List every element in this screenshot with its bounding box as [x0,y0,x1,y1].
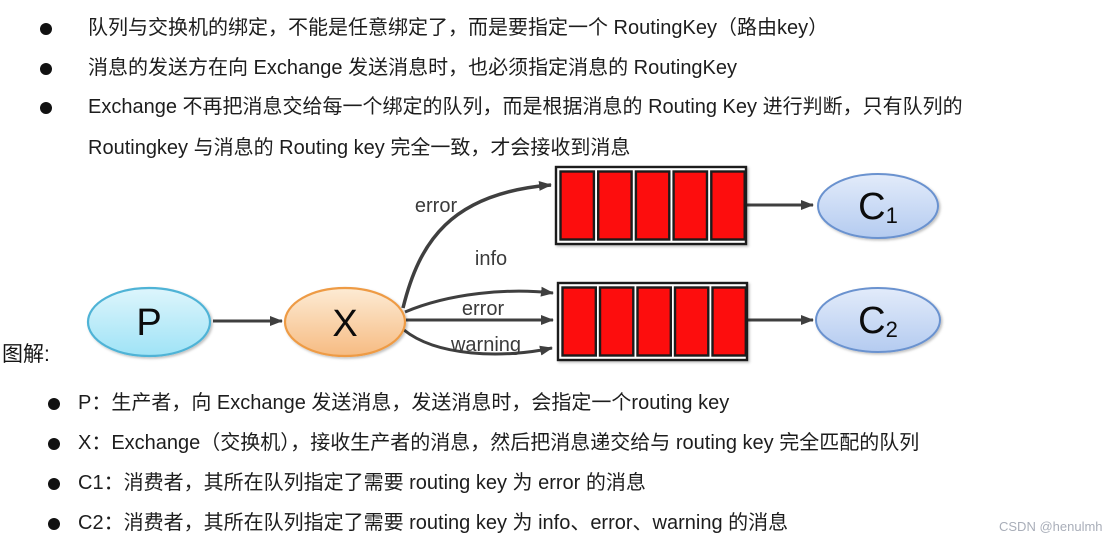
bullet-item-producer: P：生产者，向 Exchange 发送消息，发送消息时，会指定一个routing… [48,383,729,424]
bullet-icon [48,398,60,410]
queue-cell [710,170,746,241]
routing-key-label-error-top: error [415,195,458,217]
bullet-icon [40,63,52,75]
bullet-icon [48,478,60,490]
bullet-text: C2：消费者，其所在队列指定了需要 routing key 为 info、err… [78,512,789,534]
arrow-warning-to-queue2 [403,328,553,356]
bullet-icon [48,438,60,450]
routing-key-label-error-mid: error [462,298,505,320]
queue-cell [561,286,597,357]
arrow-error-to-queue1 [401,180,552,309]
routing-diagram: error info error warning P [86,165,941,362]
producer-node: P [86,286,212,358]
bullet-text-line-2: Routingkey 与消息的 Routing key 完全一致，才会接收到消息 [88,137,631,159]
csdn-watermark: CSDN @henulmh [999,519,1103,534]
bullet-item-binding: 队列与交换机的绑定，不能是任意绑定了，而是要指定一个 RoutingKey（路由… [40,8,828,49]
legend-title: 图解: [2,343,50,366]
bullet-icon [40,102,52,114]
queue-cell [673,286,710,357]
bullet-text: C1：消费者，其所在队列指定了需要 routing key 为 error 的消… [78,472,646,494]
producer-label: P [136,302,161,344]
bullet-text: P：生产者，向 Exchange 发送消息，发送消息时，会指定一个routing… [78,392,730,414]
bullet-text: 消息的发送方在向 Exchange 发送消息时，也必须指定消息的 Routing… [88,57,738,79]
bullet-text: Exchange 不再把消息交给每一个绑定的队列，而是根据消息的 Routing… [88,87,963,169]
routing-key-label-warning: warning [450,334,521,356]
consumer1-label: C1 [858,186,898,228]
bullet-item-consumer1: C1：消费者，其所在队列指定了需要 routing key 为 error 的消… [48,463,646,504]
consumer2-label: C2 [858,300,898,342]
queue1 [554,165,748,246]
bullet-item-consumer2: C2：消费者，其所在队列指定了需要 routing key 为 info、err… [48,503,788,543]
bullet-text-line-1: Exchange 不再把消息交给每一个绑定的队列，而是根据消息的 Routing… [88,96,963,118]
consumer1-node: C1 [817,173,939,239]
queue-cell [598,286,635,357]
queue-cell [597,170,633,241]
routing-key-label-info: info [475,248,507,270]
exchange-label: X [332,303,357,345]
bullet-icon [48,518,60,530]
bullet-icon [40,23,52,35]
queue-cell [636,286,672,357]
bullet-text: X：Exchange（交换机），接收生产者的消息，然后把消息递交给与 routi… [78,432,920,454]
queue-cell [559,170,596,241]
arrow-info-to-queue2 [404,286,554,314]
consumer2-node: C2 [815,287,941,353]
bullet-item-sender: 消息的发送方在向 Exchange 发送消息时，也必须指定消息的 Routing… [40,48,737,89]
queue-cell [672,170,709,241]
bullet-item-exchange: X：Exchange（交换机），接收生产者的消息，然后把消息递交给与 routi… [48,423,919,464]
bullet-text: 队列与交换机的绑定，不能是任意绑定了，而是要指定一个 RoutingKey（路由… [88,17,829,39]
exchange-node: X [283,286,407,358]
queue2 [556,281,749,362]
queue-cell [634,170,671,241]
queue-cell [711,286,747,357]
bullet-item-exchange-judge: Exchange 不再把消息交给每一个绑定的队列，而是根据消息的 Routing… [40,87,963,169]
